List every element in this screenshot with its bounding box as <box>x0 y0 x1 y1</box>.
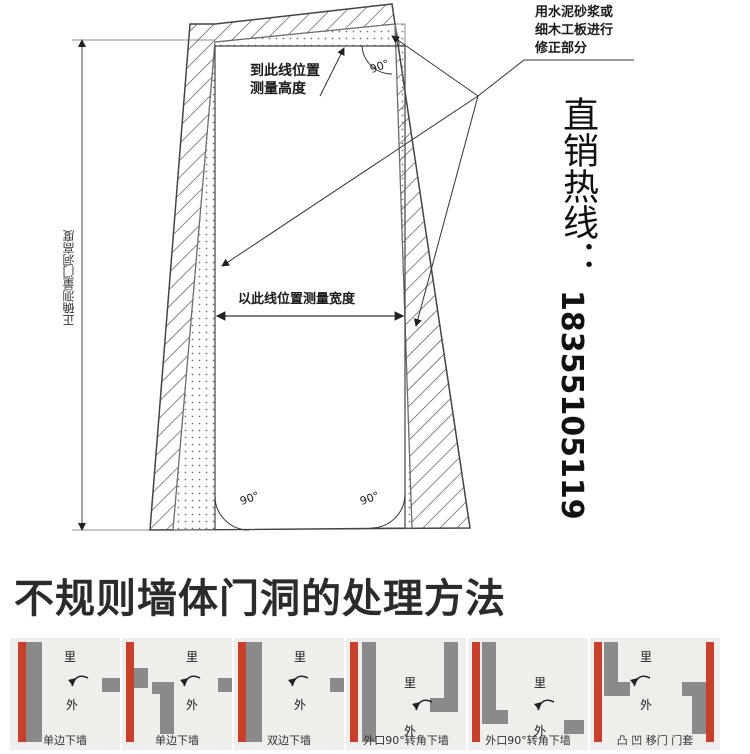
section-title: 不规则墙体门洞的处理方法 <box>14 576 506 622</box>
hotline-phone: 18355105119 <box>554 290 589 520</box>
angle-arc-bottom-right <box>370 493 406 529</box>
panel-6-out-label: 外 <box>640 698 653 712</box>
panel-1: 里 外 单边下墙 <box>10 638 120 750</box>
panel-3-out-label: 外 <box>294 698 307 712</box>
panel-3: 里 外 双边下墙 <box>234 638 344 750</box>
panel-1-drawing <box>18 642 120 742</box>
width-note: 以此线位置测量宽度 <box>238 292 356 307</box>
panel-5: 里 外 外口90°转角下墙 <box>468 638 588 750</box>
panel-5-caption: 外口90°转角下墙 <box>485 734 571 747</box>
leader-height <box>319 47 345 97</box>
panel-5-out-label: 外 <box>534 724 547 738</box>
panel-2-in-label: 里 <box>186 650 199 664</box>
door-measurement-diagram <box>72 3 634 531</box>
panel-4-in-label: 里 <box>404 676 417 690</box>
panel-4-drawing <box>350 642 458 742</box>
angle-arc-top <box>361 45 393 75</box>
leader-repair-1 <box>391 35 479 97</box>
panel-4-caption: 外口90°转角下墙 <box>363 734 449 747</box>
panel-3-caption: 双边下墙 <box>267 734 311 747</box>
height-note: 到此线位置 测量高度 <box>250 62 320 98</box>
panel-4: 里 外 外口90°转角下墙 <box>346 638 466 750</box>
panel-1-out-label: 外 <box>66 698 79 712</box>
height-note-line-1: 到此线位置 <box>250 63 320 79</box>
height-vertical-note: 正确测量门洞高度 <box>62 230 76 326</box>
panel-3-in-label: 里 <box>294 650 307 664</box>
panel-6-in-label: 里 <box>640 650 653 664</box>
panel-6-drawing <box>594 642 714 742</box>
panel-5-drawing <box>472 642 584 742</box>
panel-4-out-label: 外 <box>404 724 417 738</box>
panel-6-caption: 凸 凹 移门 门套 <box>616 734 694 747</box>
angle-arc-bottom-left <box>214 495 250 531</box>
height-note-line-2: 测量高度 <box>250 81 306 97</box>
panel-5-in-label: 里 <box>534 676 547 690</box>
leader-repair-join <box>477 59 634 97</box>
repair-note-line-2: 细木工板进行 <box>535 23 614 38</box>
repair-note-line-1: 用水泥砂浆或 <box>535 5 614 20</box>
panel-2-drawing <box>126 642 232 742</box>
panel-1-in-label: 里 <box>64 650 77 664</box>
panel-3-drawing <box>238 642 344 742</box>
panel-6: 里 外 凸 凹 移门 门套 <box>590 638 720 750</box>
repair-note-line-3: 修正部分 <box>535 41 588 56</box>
leader-repair-2 <box>413 95 479 327</box>
hotline-label: 直销热线： <box>557 96 598 276</box>
panel-2-out-label: 外 <box>186 698 199 712</box>
panel-2-caption: 单边下墙 <box>155 734 199 747</box>
repair-note: 用水泥砂浆或 细木工板进行 修正部分 <box>535 4 613 58</box>
panel-1-caption: 单边下墙 <box>43 734 87 747</box>
panel-2: 里 外 单边下墙 <box>122 638 232 750</box>
leader-width <box>221 95 479 267</box>
